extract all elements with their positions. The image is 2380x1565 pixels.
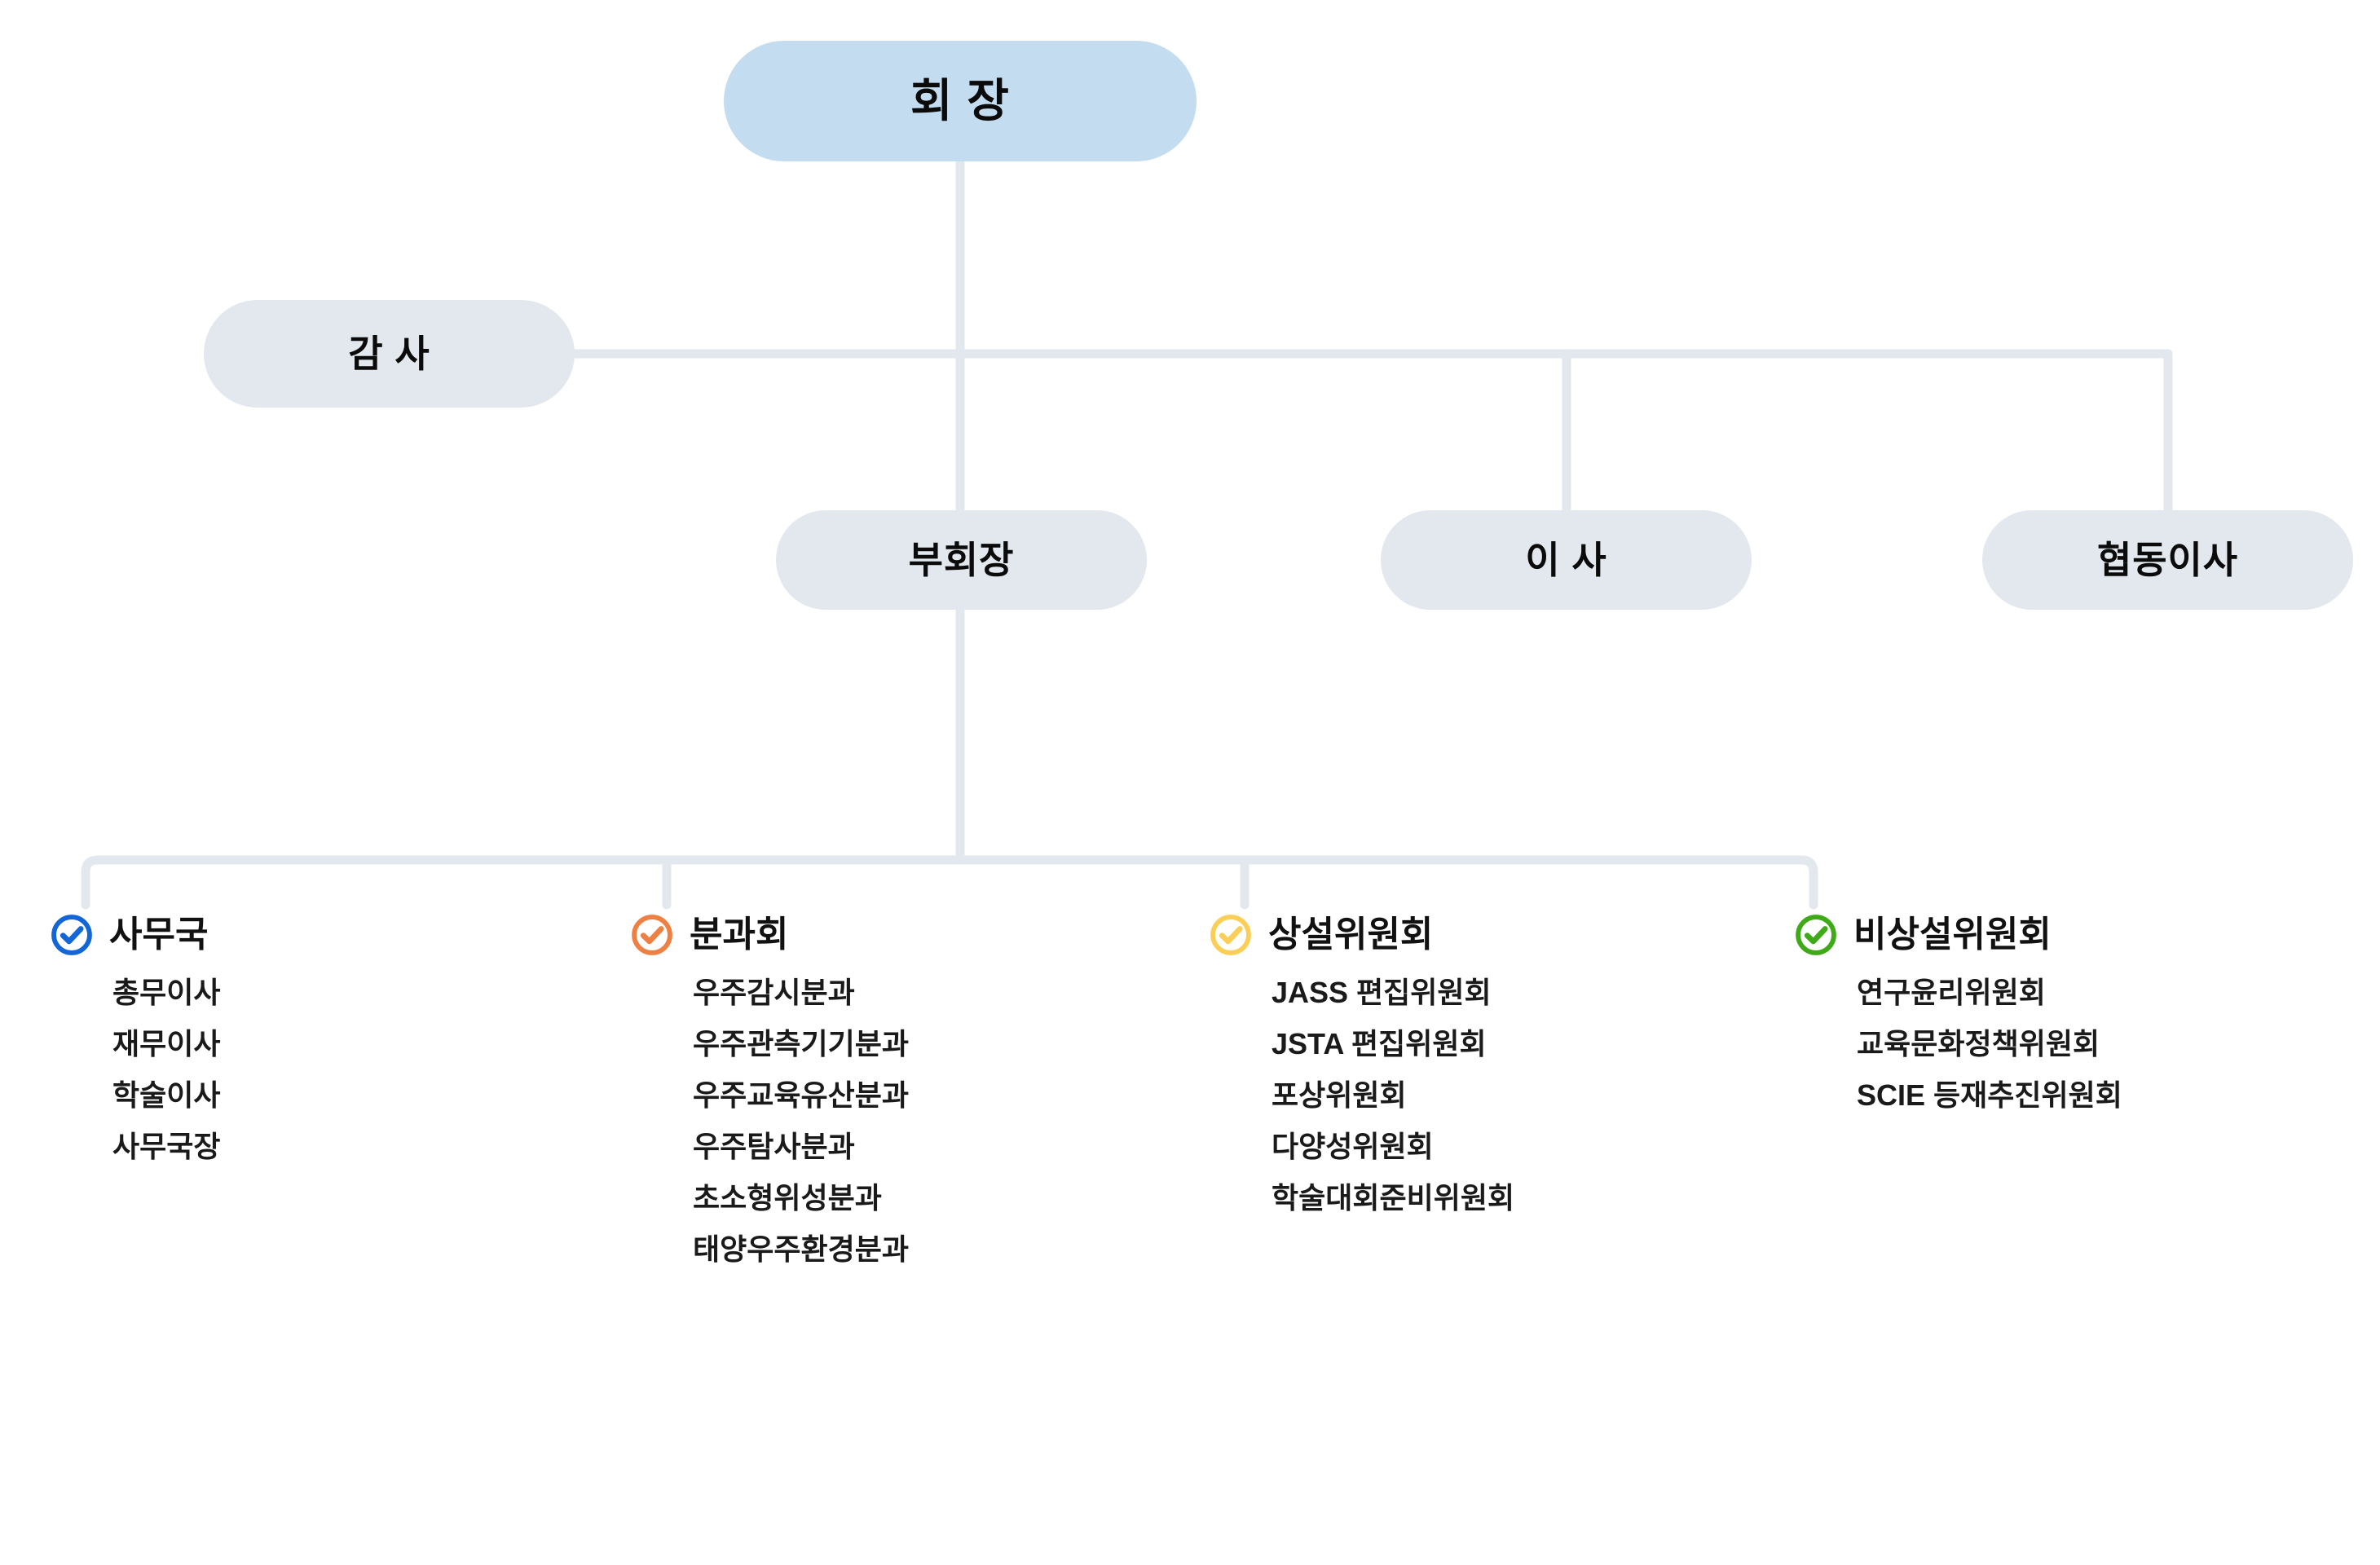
list-item[interactable]: 우주관측기기분과 — [693, 1027, 909, 1060]
group-standing-committees-header[interactable]: 상설위원회 — [1208, 911, 1514, 959]
list-item[interactable]: 교육문화정책위원회 — [1857, 1027, 2100, 1060]
group-nonstanding-committees[interactable]: 비상설위원회 연구윤리위원회 교육문화정책위원회 SCIE 등재추진위원회 — [1793, 911, 2122, 1132]
list-item[interactable]: 총무이사 — [112, 976, 221, 1009]
list-item[interactable]: 학술대회준비위원회 — [1272, 1181, 1515, 1215]
group-nonstanding-committees-header[interactable]: 비상설위원회 — [1793, 911, 2122, 959]
check-circle-icon — [1210, 915, 1251, 955]
list-item[interactable]: 다양성위원회 — [1272, 1130, 1434, 1163]
node-director[interactable]: 이 사 — [1381, 510, 1752, 610]
list-item[interactable]: 연구윤리위원회 — [1857, 976, 2046, 1009]
list-item[interactable]: SCIE 등재추진위원회 — [1857, 1078, 2122, 1112]
edge-bottom-bus — [81, 855, 1818, 910]
node-auditor-label: 감 사 — [348, 333, 430, 375]
node-codirector[interactable]: 협동이사 — [1982, 510, 2353, 610]
group-standing-committees[interactable]: 상설위원회 JASS 편집위원회 JSTA 편집위원회 포상위원회 다양성위원회… — [1208, 911, 1514, 1235]
check-circle-icon — [51, 915, 92, 955]
list-item[interactable]: 우주감시분과 — [693, 976, 855, 1009]
group-secretariat-title: 사무국 — [109, 915, 209, 954]
list-item[interactable]: JASS 편집위원회 — [1272, 976, 1492, 1009]
group-standing-committees-title: 상설위원회 — [1268, 915, 1434, 954]
list-item[interactable]: 학술이사 — [112, 1078, 221, 1112]
node-codirector-label: 협동이사 — [2097, 539, 2238, 581]
list-item[interactable]: 재무이사 — [112, 1027, 221, 1060]
list-item[interactable]: 초소형위성분과 — [693, 1181, 882, 1215]
list-item[interactable]: 우주탐사분과 — [693, 1130, 855, 1163]
group-nonstanding-committees-list: 연구윤리위원회 교육문화정책위원회 SCIE 등재추진위원회 — [1857, 978, 2122, 1110]
group-divisions-header[interactable]: 분과회 — [629, 911, 909, 959]
node-auditor[interactable]: 감 사 — [204, 300, 575, 408]
check-circle-icon — [1796, 915, 1836, 955]
list-item[interactable]: JSTA 편집위원회 — [1272, 1027, 1487, 1060]
list-item[interactable]: 태양우주환경분과 — [693, 1232, 909, 1266]
node-president[interactable]: 회 장 — [724, 41, 1197, 161]
list-item[interactable]: 사무국장 — [112, 1130, 221, 1163]
node-director-label: 이 사 — [1525, 539, 1607, 581]
node-vice-president-label: 부회장 — [908, 539, 1015, 581]
group-secretariat-header[interactable]: 사무국 — [49, 911, 220, 959]
group-divisions[interactable]: 분과회 우주감시분과 우주관측기기분과 우주교육유산분과 우주탐사분과 초소형위… — [629, 911, 909, 1286]
group-divisions-title: 분과회 — [690, 915, 789, 954]
group-secretariat-list: 총무이사 재무이사 학술이사 사무국장 — [112, 978, 220, 1162]
check-circle-icon — [632, 915, 672, 955]
group-secretariat[interactable]: 사무국 총무이사 재무이사 학술이사 사무국장 — [49, 911, 220, 1184]
group-nonstanding-committees-title: 비상설위원회 — [1853, 915, 2052, 954]
node-president-label: 회 장 — [910, 75, 1010, 126]
group-standing-committees-list: JASS 편집위원회 JSTA 편집위원회 포상위원회 다양성위원회 학술대회준… — [1272, 978, 1514, 1213]
list-item[interactable]: 포상위원회 — [1272, 1078, 1407, 1112]
node-vice-president[interactable]: 부회장 — [776, 510, 1147, 610]
group-divisions-list: 우주감시분과 우주관측기기분과 우주교육유산분과 우주탐사분과 초소형위성분과 … — [693, 978, 909, 1264]
list-item[interactable]: 우주교육유산분과 — [693, 1078, 909, 1112]
